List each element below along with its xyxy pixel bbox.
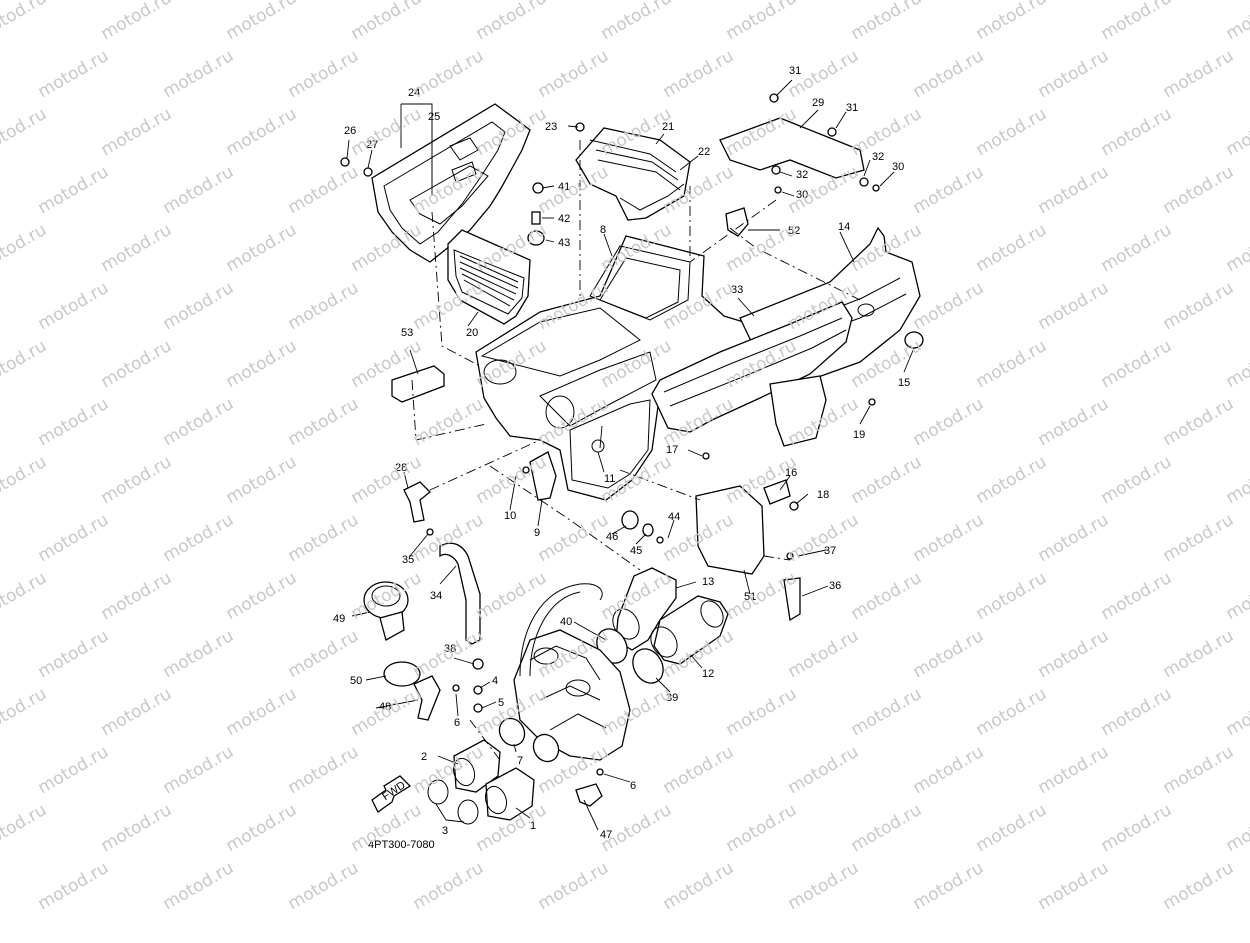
part-number-52: 52	[788, 225, 800, 237]
part-number-51: 51	[744, 591, 756, 603]
part-number-32: 32	[796, 169, 808, 181]
drawing-code: 4PT300-7080	[368, 839, 435, 851]
part-number-44: 44	[668, 511, 680, 523]
breather-cap	[364, 582, 408, 640]
part-number-1: 1	[530, 820, 536, 832]
part-number-21: 21	[662, 121, 674, 133]
part-number-38: 38	[444, 643, 456, 655]
intake-duct	[576, 128, 690, 220]
part-number-5: 5	[498, 697, 504, 709]
part-number-16: 16	[785, 467, 797, 479]
part-number-30: 30	[892, 161, 904, 173]
part-number-34: 34	[430, 590, 442, 602]
bracket-16	[764, 480, 790, 504]
collar-45	[643, 524, 653, 536]
carburetor-assembly	[514, 584, 630, 760]
grommet-46	[622, 511, 638, 529]
part-number-46: 46	[606, 531, 618, 543]
lower-joints	[450, 740, 534, 820]
fwd-arrow-icon: FWD	[372, 776, 410, 812]
part-number-26: 26	[344, 125, 356, 137]
part-number-17: 17	[666, 444, 678, 456]
part-number-13: 13	[702, 576, 714, 588]
part-number-6: 6	[630, 780, 636, 792]
part-number-8: 8	[600, 224, 606, 236]
part-number-15: 15	[898, 377, 910, 389]
plate-51	[696, 486, 764, 574]
air-filter-element	[448, 230, 530, 324]
part-number-25: 25	[428, 111, 440, 123]
part-number-33: 33	[731, 284, 743, 296]
part-number-7: 7	[517, 755, 523, 767]
part-number-6: 6	[454, 717, 460, 729]
duct-bracket	[770, 376, 826, 446]
part-number-48: 48	[379, 701, 391, 713]
o-ring-upper	[428, 780, 448, 804]
part-number-18: 18	[817, 489, 829, 501]
part-number-36: 36	[829, 580, 841, 592]
part-number-4: 4	[492, 675, 498, 687]
clip-47	[576, 784, 602, 806]
part-number-47: 47	[600, 829, 612, 841]
part-number-14: 14	[838, 221, 850, 233]
part-number-31: 31	[846, 102, 858, 114]
part-number-10: 10	[504, 510, 516, 522]
strap-36	[784, 578, 800, 620]
air-filter-case-cover	[372, 104, 530, 262]
part-number-29: 29	[812, 97, 824, 109]
part-number-27: 27	[366, 139, 378, 151]
part-number-24: 24	[408, 87, 420, 99]
bracket-48	[414, 676, 440, 720]
part-number-9: 9	[534, 527, 540, 539]
part-number-22: 22	[698, 146, 710, 158]
foam-pad	[392, 366, 444, 402]
part-number-40: 40	[560, 616, 572, 628]
part-number-12: 12	[702, 668, 714, 680]
part-number-45: 45	[630, 545, 642, 557]
part-number-3: 3	[442, 825, 448, 837]
seal-strip	[726, 208, 748, 236]
part-number-23: 23	[545, 121, 557, 133]
part-number-50: 50	[350, 675, 362, 687]
part-number-20: 20	[466, 327, 478, 339]
part-number-41: 41	[558, 181, 570, 193]
part-number-37: 37	[824, 545, 836, 557]
bracket-9	[530, 452, 556, 500]
grommet-43	[528, 231, 544, 245]
part-number-19: 19	[853, 429, 865, 441]
grommet-15	[905, 332, 923, 348]
part-number-11: 11	[604, 473, 615, 485]
part-number-32: 32	[872, 151, 884, 163]
top-bracket	[720, 118, 864, 178]
part-number-31: 31	[789, 65, 801, 77]
o-ring-lower	[458, 800, 478, 824]
part-number-53: 53	[401, 327, 413, 339]
collar-42	[532, 212, 540, 224]
part-number-49: 49	[333, 613, 345, 625]
part-number-2: 2	[421, 751, 427, 763]
part-number-35: 35	[402, 554, 414, 566]
part-number-42: 42	[558, 213, 570, 225]
part-number-39: 39	[666, 692, 678, 704]
part-number-43: 43	[558, 237, 570, 249]
hose-clamp-50	[384, 662, 420, 686]
part-number-28: 28	[395, 462, 407, 474]
part-number-30: 30	[796, 189, 808, 201]
breather-hose	[440, 543, 480, 644]
